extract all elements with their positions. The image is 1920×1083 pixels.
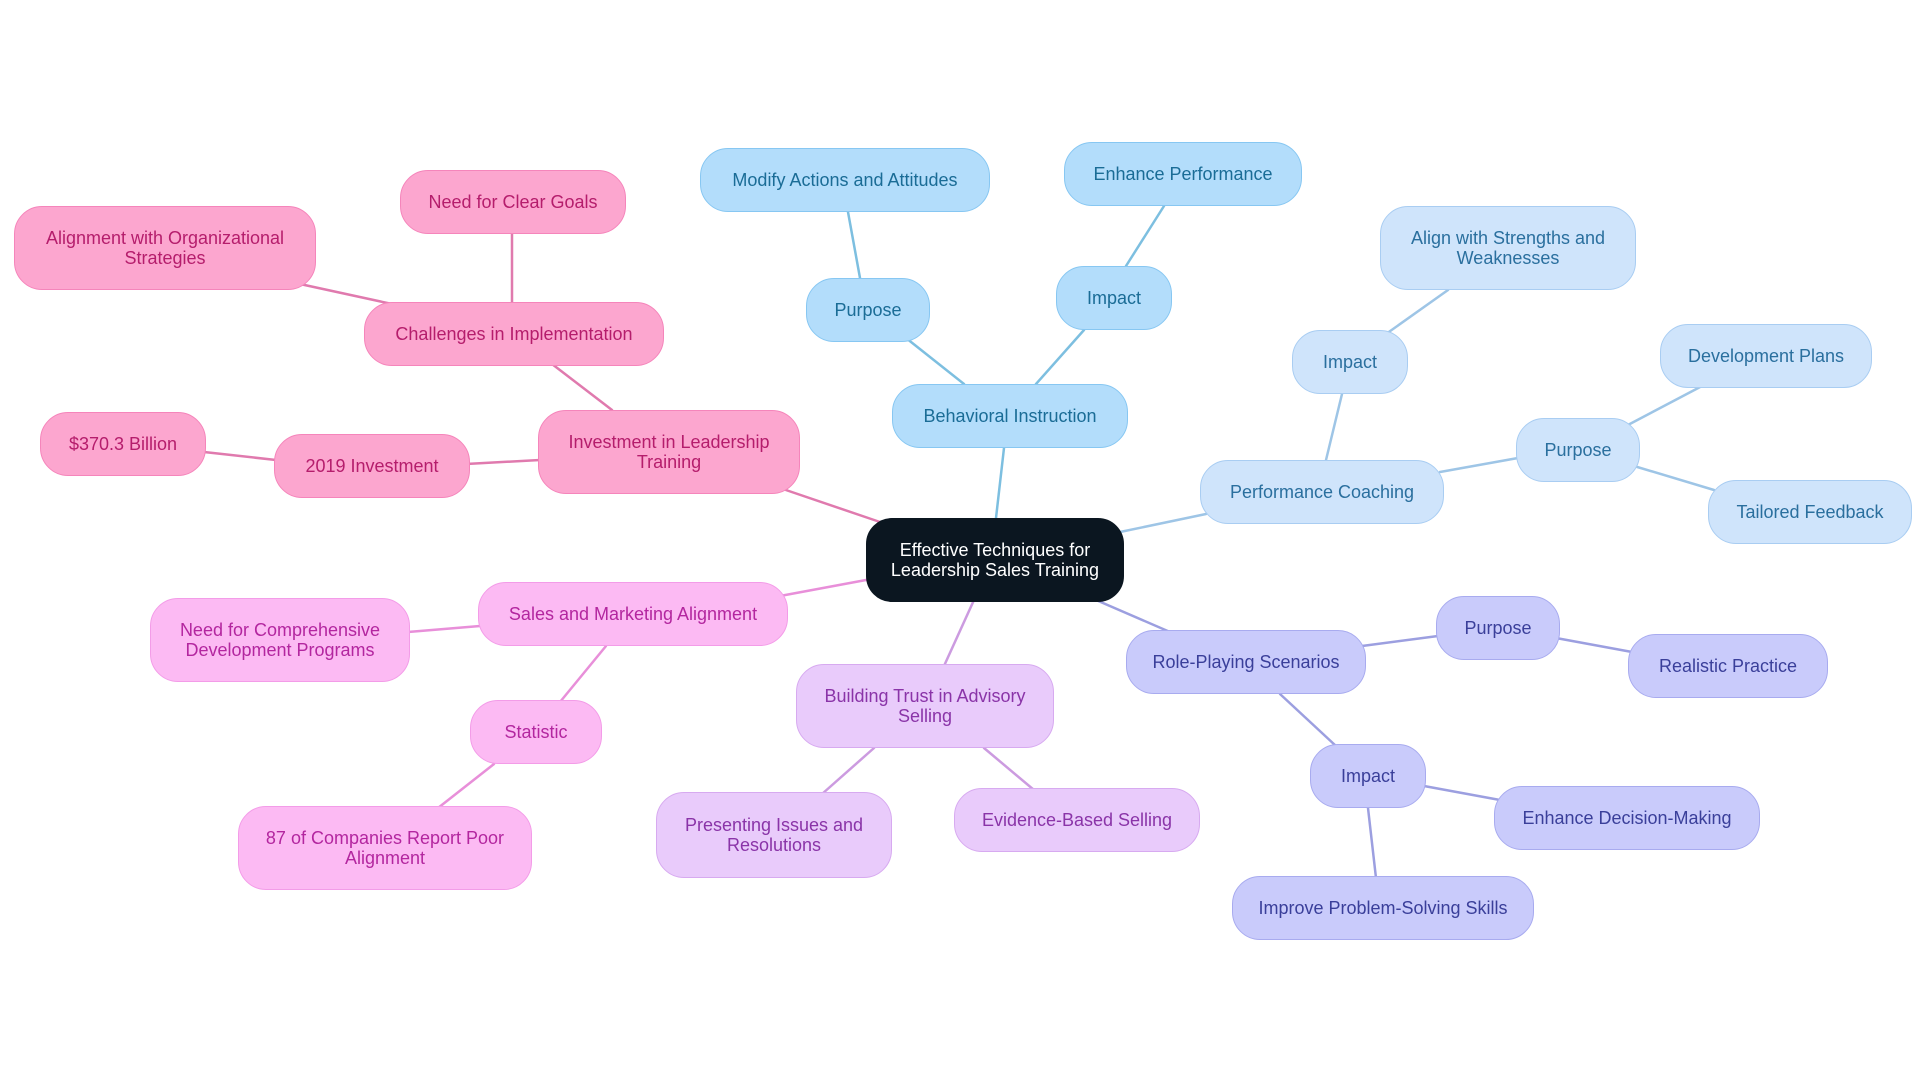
- connector-tr-tr_d2: [982, 746, 1036, 792]
- connector-sm-sm_d: [406, 624, 482, 634]
- node-investment-leadership-label: Investment in Leadership Training: [568, 432, 770, 472]
- connector-pc-pc_i: [1324, 392, 1344, 462]
- node-presenting-issues[interactable]: Presenting Issues and Resolutions: [656, 792, 892, 878]
- root-node[interactable]: Effective Techniques for Leadership Sale…: [866, 518, 1124, 602]
- mindmap-connectors: [202, 204, 1716, 880]
- node-coaching-purpose-label: Purpose: [1544, 440, 1612, 460]
- node-behavioral-instruction-label: Behavioral Instruction: [923, 406, 1097, 426]
- connector-inv_y-inv_ya: [202, 450, 278, 462]
- node-role-playing[interactable]: Role-Playing Scenarios: [1126, 630, 1366, 694]
- node-behavioral-purpose-label: Purpose: [834, 300, 902, 320]
- node-coaching-impact[interactable]: Impact: [1292, 330, 1408, 394]
- connector-inv-inv_y: [464, 458, 542, 466]
- node-role-playing-label: Role-Playing Scenarios: [1152, 652, 1340, 672]
- node-roleplay-impact[interactable]: Impact: [1310, 744, 1426, 808]
- node-tailored-feedback[interactable]: Tailored Feedback: [1708, 480, 1912, 544]
- node-performance-coaching-label: Performance Coaching: [1229, 482, 1415, 502]
- node-enhance-performance[interactable]: Enhance Performance: [1064, 142, 1302, 206]
- node-modify-actions[interactable]: Modify Actions and Attitudes: [700, 148, 990, 212]
- node-performance-coaching[interactable]: Performance Coaching: [1200, 460, 1444, 524]
- node-align-strengths-label: Align with Strengths and Weaknesses: [1410, 228, 1606, 268]
- connector-bi_p-bi_pd: [846, 210, 862, 280]
- node-building-trust-label: Building Trust in Advisory Selling: [824, 686, 1026, 726]
- node-370-billion[interactable]: $370.3 Billion: [40, 412, 206, 476]
- connector-sm-sm_s: [558, 644, 608, 704]
- node-alignment-strategies[interactable]: Alignment with Organizational Strategies: [14, 206, 316, 290]
- node-modify-actions-label: Modify Actions and Attitudes: [732, 170, 958, 190]
- node-challenges-implementation[interactable]: Challenges in Implementation: [364, 302, 664, 366]
- node-enhance-decision-making-label: Enhance Decision-Making: [1522, 808, 1732, 828]
- node-need-clear-goals-label: Need for Clear Goals: [428, 192, 598, 212]
- connector-rp-rp_p: [1360, 634, 1440, 648]
- node-statistic-label: Statistic: [504, 722, 568, 742]
- connector-inv_c-inv_c2: [298, 282, 394, 306]
- node-evidence-based-selling[interactable]: Evidence-Based Selling: [954, 788, 1200, 852]
- node-sales-marketing-alignment-label: Sales and Marketing Alignment: [508, 604, 758, 624]
- node-investment-leadership[interactable]: Investment in Leadership Training: [538, 410, 800, 494]
- root-node-label: Effective Techniques for Leadership Sale…: [890, 540, 1100, 580]
- connector-root-rp: [1094, 598, 1172, 634]
- node-alignment-strategies-label: Alignment with Organizational Strategies: [45, 228, 285, 268]
- node-evidence-based-selling-label: Evidence-Based Selling: [981, 810, 1173, 830]
- node-2019-investment[interactable]: 2019 Investment: [274, 434, 470, 498]
- connector-root-pc: [1118, 512, 1208, 534]
- connector-rp-rp_i: [1278, 692, 1338, 748]
- connector-bi_i-bi_id: [1124, 204, 1166, 268]
- node-challenges-implementation-label: Challenges in Implementation: [395, 324, 633, 344]
- node-enhance-decision-making[interactable]: Enhance Decision-Making: [1494, 786, 1760, 850]
- connector-pc-pc_p: [1438, 456, 1520, 474]
- node-development-plans[interactable]: Development Plans: [1660, 324, 1872, 388]
- connector-sm_s-sm_sd: [436, 762, 496, 810]
- node-improve-problem-solving-label: Improve Problem-Solving Skills: [1258, 898, 1508, 918]
- node-realistic-practice-label: Realistic Practice: [1658, 656, 1798, 676]
- node-realistic-practice[interactable]: Realistic Practice: [1628, 634, 1828, 698]
- node-development-plans-label: Development Plans: [1687, 346, 1845, 366]
- connector-inv-inv_c: [550, 362, 614, 412]
- node-roleplay-purpose-label: Purpose: [1464, 618, 1532, 638]
- node-tailored-feedback-label: Tailored Feedback: [1736, 502, 1884, 522]
- node-coaching-purpose[interactable]: Purpose: [1516, 418, 1640, 482]
- node-2019-investment-label: 2019 Investment: [305, 456, 439, 476]
- node-370-billion-label: $370.3 Billion: [68, 434, 178, 454]
- node-behavioral-instruction[interactable]: Behavioral Instruction: [892, 384, 1128, 448]
- node-roleplay-purpose[interactable]: Purpose: [1436, 596, 1560, 660]
- node-coaching-impact-label: Impact: [1322, 352, 1378, 372]
- connector-pc_i-pc_id: [1384, 288, 1450, 336]
- node-roleplay-impact-label: Impact: [1340, 766, 1396, 786]
- node-behavioral-impact-label: Impact: [1086, 288, 1142, 308]
- node-sales-marketing-alignment[interactable]: Sales and Marketing Alignment: [478, 582, 788, 646]
- node-behavioral-impact[interactable]: Impact: [1056, 266, 1172, 330]
- node-comprehensive-programs[interactable]: Need for Comprehensive Development Progr…: [150, 598, 410, 682]
- connector-root-sm: [778, 578, 868, 598]
- node-comprehensive-programs-label: Need for Comprehensive Development Progr…: [179, 620, 381, 660]
- node-statistic[interactable]: Statistic: [470, 700, 602, 764]
- connector-bi-bi_p: [904, 336, 966, 386]
- connector-rp_p-rp_pd: [1554, 636, 1634, 654]
- node-align-strengths[interactable]: Align with Strengths and Weaknesses: [1380, 206, 1636, 290]
- connector-pc_p-pc_pd1: [1624, 384, 1704, 428]
- connector-pc_p-pc_pd2: [1632, 464, 1716, 492]
- connector-rp_i-rp_id1: [1422, 784, 1502, 802]
- node-87-companies-label: 87 of Companies Report Poor Alignment: [265, 828, 505, 868]
- node-need-clear-goals[interactable]: Need for Clear Goals: [400, 170, 626, 234]
- node-behavioral-purpose[interactable]: Purpose: [806, 278, 930, 342]
- connector-root-tr: [942, 598, 976, 668]
- connector-rp_i-rp_id2: [1366, 806, 1378, 880]
- connector-root-inv: [778, 486, 882, 524]
- connector-bi-bi_i: [1034, 328, 1086, 386]
- node-building-trust[interactable]: Building Trust in Advisory Selling: [796, 664, 1054, 748]
- node-presenting-issues-label: Presenting Issues and Resolutions: [684, 815, 864, 855]
- connector-root-bi: [994, 446, 1006, 520]
- connector-tr-tr_d1: [820, 746, 876, 796]
- node-enhance-performance-label: Enhance Performance: [1093, 164, 1273, 184]
- node-improve-problem-solving[interactable]: Improve Problem-Solving Skills: [1232, 876, 1534, 940]
- node-87-companies[interactable]: 87 of Companies Report Poor Alignment: [238, 806, 532, 890]
